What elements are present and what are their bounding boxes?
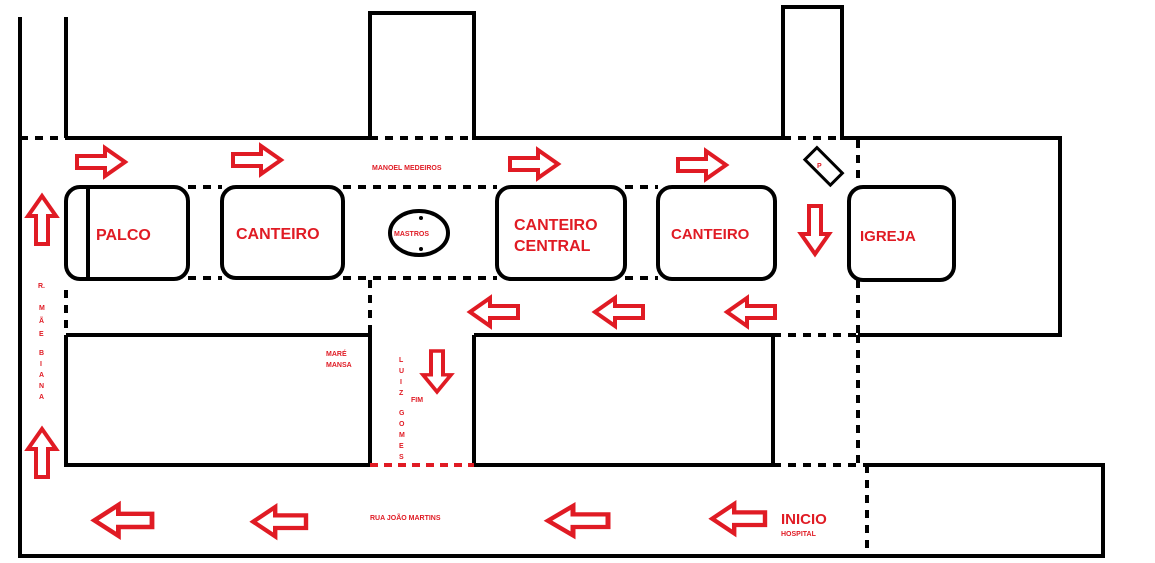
fim-label: FIM — [411, 397, 423, 404]
parking-marker: P — [802, 145, 845, 188]
mae-biana-letter: B — [39, 350, 44, 357]
canteiro-central-label-1: CANTEIRO — [514, 217, 598, 234]
arrow-left-icon — [468, 296, 520, 328]
mare-label: MARÉ — [326, 349, 347, 358]
arrow-up-icon — [26, 427, 58, 479]
luiz-gomes-letter: E — [399, 443, 404, 450]
canteiro-central-label-2: CENTRAL — [514, 238, 591, 255]
street-label-mae-biana: R. M Ã E B I A N A — [38, 283, 45, 401]
arrow-down-icon — [421, 349, 453, 394]
arrow-down-icon — [799, 204, 831, 256]
canteiro-left-label: CANTEIRO — [236, 226, 320, 243]
mastros-label: MASTROS — [394, 231, 429, 238]
street-label-rua-joao-martins: RUA JOÃO MARTINS — [370, 513, 441, 522]
igreja-block: IGREJA — [847, 185, 956, 282]
luiz-gomes-letter: L — [399, 357, 404, 364]
canteiro-left-block: CANTEIRO — [220, 185, 345, 280]
mae-biana-letter: R. — [38, 283, 45, 290]
mae-biana-letter: E — [39, 331, 44, 338]
mae-biana-letter: M — [39, 305, 45, 312]
arrow-right-icon — [75, 146, 127, 178]
luiz-gomes-letter: S — [399, 454, 404, 461]
luiz-gomes-letter: M — [399, 432, 405, 439]
palco-block: PALCO — [64, 185, 190, 281]
luiz-gomes-letter: U — [399, 368, 404, 375]
street-outlines — [18, 5, 1105, 558]
luiz-gomes-letter: G — [399, 410, 405, 417]
canteiro-right-block: CANTEIRO — [656, 185, 777, 281]
arrow-left-icon — [94, 505, 152, 536]
canteiro-right-label: CANTEIRO — [671, 226, 750, 243]
arrow-up-icon — [26, 194, 58, 246]
arrow-left-icon — [548, 506, 608, 535]
mansa-label: MANSA — [326, 362, 352, 369]
igreja-label: IGREJA — [860, 228, 916, 245]
street-label-manoel-medeiros: MANOEL MEDEIROS — [372, 165, 442, 172]
arrow-left-icon — [253, 507, 306, 536]
arrow-right-icon — [508, 148, 560, 180]
street-label-luiz-gomes: L U I Z G O M E S — [399, 357, 405, 461]
hospital-label: HOSPITAL — [781, 531, 817, 538]
luiz-gomes-letter: O — [399, 421, 405, 428]
mastros-roundabout: MASTROS — [388, 209, 450, 257]
canteiro-central-block: CANTEIRO CENTRAL — [495, 185, 627, 281]
arrow-left-icon — [593, 296, 645, 328]
mae-biana-letter: A — [39, 372, 44, 379]
arrow-left-icon — [712, 504, 765, 533]
mae-biana-letter: N — [39, 383, 44, 390]
palco-label: PALCO — [96, 227, 151, 244]
mae-biana-letter: I — [40, 361, 42, 368]
mae-biana-letter: Ã — [39, 316, 44, 325]
arrow-right-icon — [676, 149, 728, 181]
parking-label: P — [817, 163, 822, 170]
luiz-gomes-letter: Z — [399, 390, 404, 397]
luiz-gomes-letter: I — [400, 379, 402, 386]
mae-biana-letter: A — [39, 394, 44, 401]
inicio-label: INICIO — [781, 511, 827, 528]
arrow-right-icon — [231, 144, 283, 176]
arrow-left-icon — [725, 296, 777, 328]
